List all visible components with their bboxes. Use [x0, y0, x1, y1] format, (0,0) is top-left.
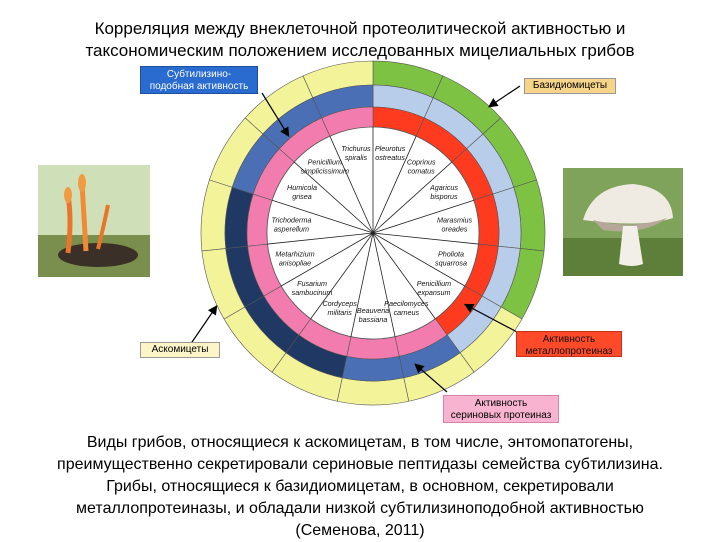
slide-title: Корреляция между внеклеточной протеолити…: [0, 18, 720, 62]
spoke-line: [310, 232, 374, 319]
caption-line-4: металлопротеиназы, и обладали низкой суб…: [76, 500, 644, 517]
spoke-line: [372, 232, 436, 319]
basidiomycetes-label-text: Базидиомицеты: [532, 80, 608, 91]
spoke-line: [372, 136, 417, 234]
spoke-line: [372, 232, 396, 337]
caption-line-1: Виды грибов, относящиеся к аскомицетам, …: [86, 434, 634, 451]
spoke-line: [267, 232, 374, 245]
ascomycetes-label-text: Аскомицеты: [151, 344, 209, 355]
serine-activity-label: Активность сериновых протеиназ: [443, 395, 559, 423]
arrow-ascomycetes: [189, 305, 218, 346]
ascomycetes-label: Аскомицеты: [140, 342, 220, 358]
caption-line-2: преимущественно секретировали сериновые …: [57, 456, 663, 473]
serine-label-line-1: Активность: [474, 398, 528, 409]
title-line-2: таксономическим положением исследованных…: [85, 41, 635, 60]
basidiomycetes-label: Базидиомицеты: [524, 78, 616, 94]
title-line-1: Корреляция между внеклеточной протеолити…: [94, 19, 626, 38]
serine-label-line-2: сериновых протеиназ: [450, 410, 552, 421]
arrow-basidiomycetes: [488, 85, 521, 108]
subtilisin-ring-segment: [341, 355, 405, 382]
metallo-label-line-1: Активность: [542, 334, 596, 345]
subtilisin-activity-label: Субтилизино- подобная активность: [140, 66, 258, 94]
spoke-line: [372, 232, 465, 287]
spoke-line: [372, 232, 479, 245]
spoke-line: [329, 136, 374, 234]
arrow-serine: [414, 363, 448, 393]
spoke-line: [350, 232, 374, 337]
slide-caption: Виды грибов, относящиеся к аскомицетам, …: [0, 432, 720, 542]
arrow-metallo: [463, 303, 518, 333]
protease-ring-segment: [346, 336, 400, 360]
spoke-line: [281, 232, 374, 287]
spoke-line: [372, 199, 474, 234]
subtilisin-label-line-1: Субтилизино-: [166, 69, 232, 80]
caption-line-3: Грибы, относящиеся к базидиомицетам, в о…: [106, 478, 614, 495]
subtilisin-label-line-2: подобная активность: [149, 81, 249, 92]
metallo-label-line-2: металлопротеиназ: [525, 346, 613, 357]
spoke-line: [272, 199, 374, 234]
caption-line-5: (Семенова, 2011): [295, 522, 425, 539]
spoke-line: [293, 161, 374, 234]
arrow-subtilisin: [261, 92, 290, 138]
taxonomy-ring-segment: [336, 377, 410, 406]
spoke-line: [372, 161, 453, 234]
cordyceps-photo: [38, 165, 150, 277]
metallo-activity-label: Активность металлопротеиназ: [516, 331, 622, 357]
mushroom-photo: [563, 168, 683, 276]
